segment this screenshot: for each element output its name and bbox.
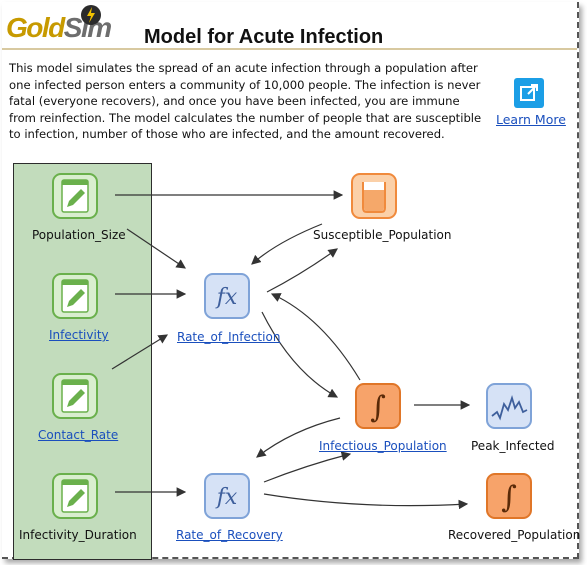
model-description: This model simulates the spread of an ac… <box>9 61 482 141</box>
infectivity-data-icon[interactable] <box>51 272 99 320</box>
contact-rate-link[interactable]: Contact_Rate <box>38 428 119 442</box>
rate-of-recovery-link[interactable]: Rate_of_Recovery <box>176 528 283 542</box>
integrator-icon[interactable]: ∫ <box>354 382 402 430</box>
lightning-bolt-icon <box>81 5 101 25</box>
arrow-rate-recovery-recovered <box>263 493 469 510</box>
susceptible-population-label: Susceptible_Population <box>313 228 452 242</box>
infectivity-duration-label: Infectivity_Duration <box>19 528 137 542</box>
expression-fx-icon[interactable]: fx <box>203 272 251 320</box>
influence-arrows <box>111 190 471 510</box>
peak-infected-label: Peak_Infected <box>471 439 555 453</box>
population-size-label: Population_Size <box>32 228 126 242</box>
integrator-icon[interactable]: ∫ <box>485 472 533 520</box>
arrow-popsize-rate-infection <box>126 228 186 269</box>
arrow-infectious-rate-recovery <box>256 417 341 458</box>
arrow-susceptible-rate-infection <box>251 223 323 265</box>
time-history-chart-icon[interactable] <box>485 382 533 430</box>
infectivity-link[interactable]: Infectivity <box>49 328 109 342</box>
arrow-rate-infection-infectious <box>261 311 339 398</box>
arrow-infectious-rate-infection <box>270 293 361 381</box>
external-link-icon[interactable] <box>514 78 544 108</box>
contact-rate-data-icon[interactable] <box>51 372 99 420</box>
population-size-data-icon[interactable] <box>51 172 99 220</box>
arrow-rate-infection-susceptible <box>266 248 338 293</box>
svg-text:∫: ∫ <box>501 480 517 515</box>
infectivity-duration-data-icon[interactable] <box>51 472 99 520</box>
svg-text:fx: fx <box>215 285 238 310</box>
expression-fx-icon[interactable]: fx <box>203 472 251 520</box>
arrow-rate-recovery-infectious <box>263 451 352 483</box>
header: GoldSim Model for Acute Infection <box>2 2 577 50</box>
rate-of-infection-link[interactable]: Rate_of_Infection <box>177 330 281 344</box>
model-dashboard: GoldSim Model for Acute Infection This m… <box>2 2 581 560</box>
page-title: Model for Acute Infection <box>144 26 384 48</box>
learn-more-link[interactable]: Learn More <box>496 112 566 127</box>
reservoir-icon[interactable] <box>350 172 398 220</box>
arrow-contact-rate-infection <box>111 334 169 370</box>
infectious-population-link[interactable]: Infectious_Population <box>319 439 447 453</box>
recovered-population-label: Recovered_Population <box>448 528 581 542</box>
svg-text:fx: fx <box>215 485 238 510</box>
svg-text:∫: ∫ <box>370 390 386 425</box>
